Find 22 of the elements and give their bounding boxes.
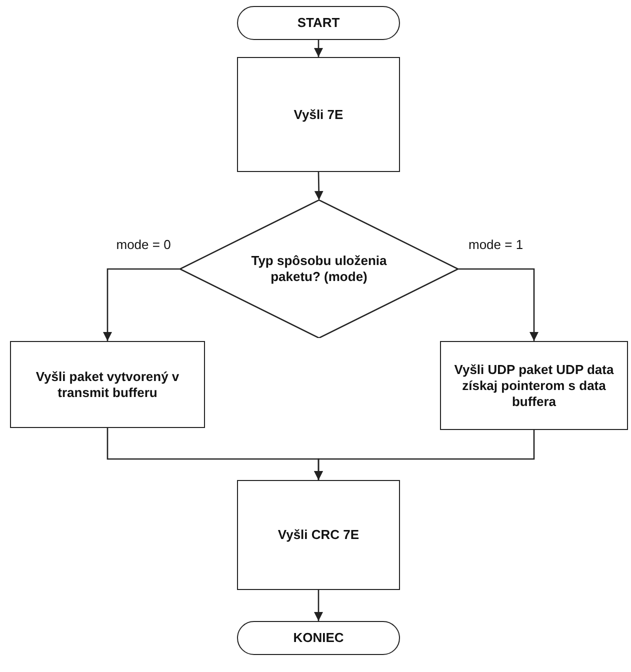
arrow	[314, 430, 535, 480]
terminator-pill	[237, 6, 400, 40]
process-box	[440, 341, 628, 430]
arrow	[458, 268, 538, 341]
edge-label: mode = 1	[468, 236, 524, 252]
decision-diamond	[180, 200, 458, 338]
arrow	[314, 172, 324, 200]
node-text: KONIEC	[293, 630, 344, 646]
node-text: Vyšli paket vytvorený v transmit bufferu	[34, 368, 180, 400]
process-box	[237, 480, 400, 590]
arrow	[314, 590, 323, 621]
node-text: START	[297, 15, 340, 31]
process-box	[10, 341, 205, 428]
node-text: Vyšli UDP paket UDP data získaj pointerom s data buffera	[453, 362, 615, 410]
process-box	[237, 57, 400, 172]
arrow	[314, 40, 323, 57]
node-text: Vyšli CRC 7E	[278, 527, 360, 543]
arrow	[103, 268, 180, 341]
node-text: Typ spôsobu uloženia paketu? (mode)	[250, 253, 388, 285]
node-text: Vyšli 7E	[294, 106, 344, 122]
edge-label: mode = 0	[115, 236, 172, 252]
terminator-pill	[237, 621, 400, 655]
